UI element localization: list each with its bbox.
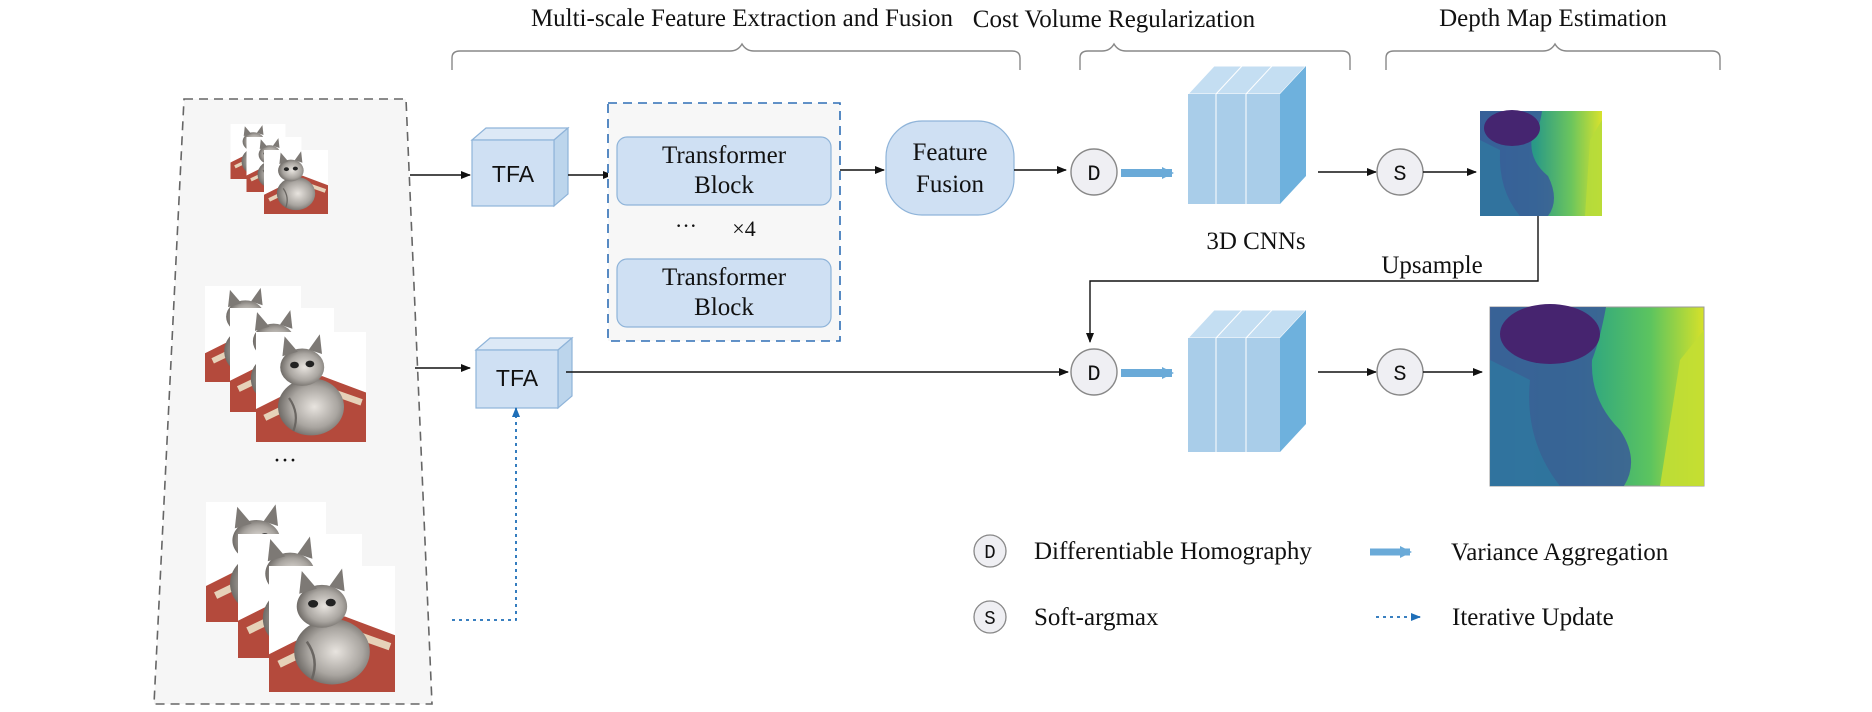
section-title-regularization: Cost Volume Regularization bbox=[973, 6, 1256, 33]
section-estimation: Depth Map Estimation bbox=[1385, 5, 1721, 70]
legend-iterative-label: Iterative Update bbox=[1452, 604, 1614, 631]
transformer-group: Transformer Block ··· ×4 Transformer Blo… bbox=[607, 102, 841, 342]
section-title-estimation: Depth Map Estimation bbox=[1439, 5, 1667, 32]
legend-homography: D Differentiable Homography bbox=[973, 534, 1312, 568]
iterative-update-arrow bbox=[452, 407, 520, 621]
softargmax-symbol-icon: S bbox=[1393, 362, 1406, 387]
tfa-top-label: TFA bbox=[492, 161, 535, 187]
softargmax-symbol-icon: S bbox=[1393, 162, 1406, 187]
depth-map-icon bbox=[1480, 110, 1602, 216]
softargmax-symbol-icon: S bbox=[984, 608, 995, 630]
depth-map-icon bbox=[1489, 304, 1705, 487]
homography-node-top: D bbox=[1070, 148, 1118, 196]
legend: D Differentiable Homography S Soft-argma… bbox=[973, 534, 1669, 634]
transformer-repeat: ×4 bbox=[732, 216, 755, 241]
input-image-panel: ··· bbox=[153, 98, 433, 705]
brace-regularization bbox=[1079, 42, 1351, 70]
homography-symbol-icon: D bbox=[1087, 362, 1100, 387]
fusion-line2: Fusion bbox=[916, 171, 985, 198]
transformer-ellipsis: ··· bbox=[675, 213, 697, 238]
fusion-line1: Feature bbox=[913, 139, 988, 166]
legend-softargmax: S Soft-argmax bbox=[973, 600, 1159, 634]
softargmax-node-top: S bbox=[1376, 148, 1424, 196]
legend-variance: Variance Aggregation bbox=[1370, 539, 1669, 566]
tfa-block-top: TFA bbox=[470, 126, 570, 208]
transformer-top-line1: Transformer bbox=[662, 142, 787, 169]
softargmax-node-bottom: S bbox=[1376, 348, 1424, 396]
cost-volume-cube-bottom bbox=[1186, 309, 1308, 452]
upsample-arrow bbox=[1086, 216, 1539, 343]
section-regularization: Cost Volume Regularization bbox=[973, 6, 1351, 70]
legend-softargmax-label: Soft-argmax bbox=[1034, 604, 1159, 631]
input-ellipsis: ··· bbox=[273, 448, 297, 474]
transformer-block-bottom bbox=[616, 258, 832, 328]
homography-node-bottom: D bbox=[1070, 348, 1118, 396]
feature-fusion-block: Feature Fusion bbox=[885, 120, 1015, 216]
section-extraction: Multi-scale Feature Extraction and Fusio… bbox=[451, 5, 1021, 70]
transformer-top-line2: Block bbox=[694, 172, 754, 199]
cost-volume-cube-top bbox=[1186, 65, 1308, 204]
brace-extraction bbox=[451, 42, 1021, 70]
transformer-bottom-line1: Transformer bbox=[662, 264, 787, 291]
section-title-extraction: Multi-scale Feature Extraction and Fusio… bbox=[531, 5, 954, 32]
transformer-bottom-line2: Block bbox=[694, 294, 754, 321]
legend-variance-label: Variance Aggregation bbox=[1451, 539, 1669, 566]
homography-symbol-icon: D bbox=[1087, 162, 1100, 187]
legend-homography-label: Differentiable Homography bbox=[1034, 538, 1312, 565]
legend-iterative: Iterative Update bbox=[1376, 604, 1614, 631]
upsample-label: Upsample bbox=[1381, 252, 1482, 279]
tfa-block-bottom: TFA bbox=[474, 336, 574, 410]
transformer-block-top bbox=[616, 136, 832, 206]
homography-symbol-icon: D bbox=[984, 542, 995, 564]
tfa-bottom-label: TFA bbox=[496, 365, 539, 391]
brace-estimation bbox=[1385, 42, 1721, 70]
cnn-label: 3D CNNs bbox=[1206, 228, 1305, 255]
